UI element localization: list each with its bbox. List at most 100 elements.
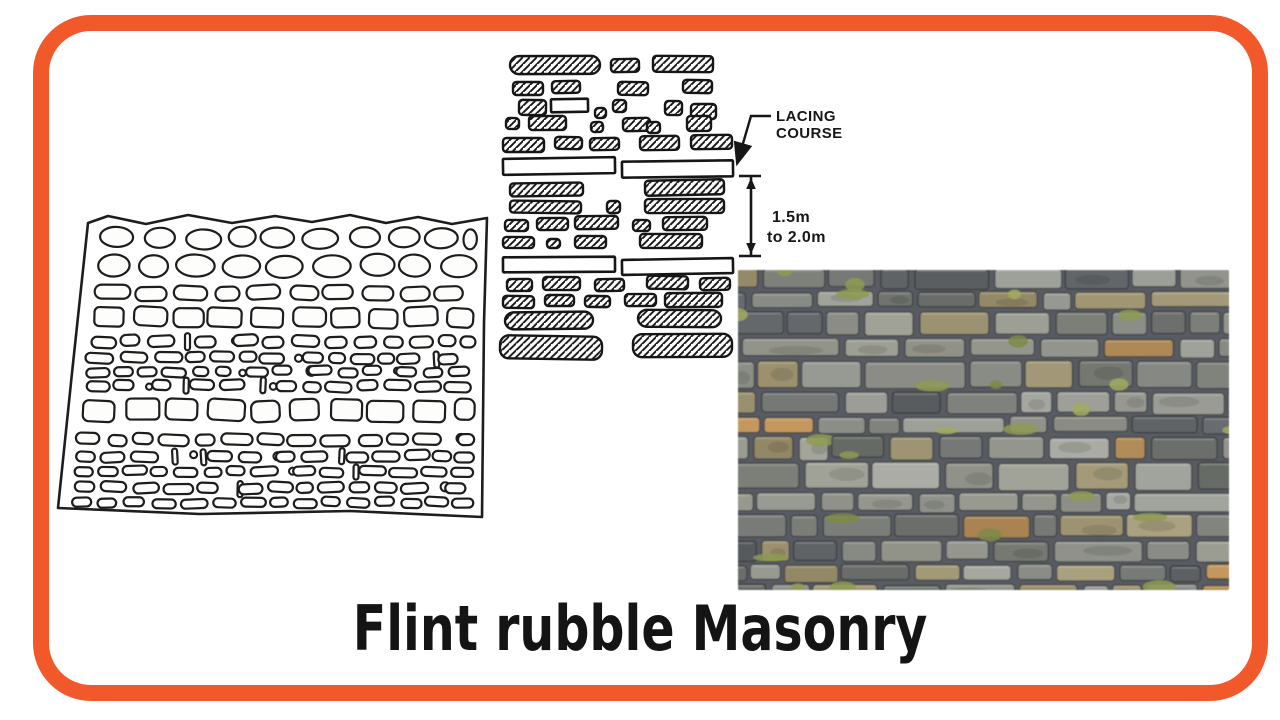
photo-stone-shade: [1093, 366, 1124, 380]
sketch-stone: [132, 305, 169, 328]
sketch-stone: [261, 335, 285, 350]
sketch-stone: [365, 399, 405, 424]
sketch-stone: [358, 464, 387, 477]
sketch-stone: [125, 397, 161, 421]
hatched-rubble-stone: [616, 80, 650, 97]
sketch-stone: [85, 380, 111, 393]
photo-stone: [760, 391, 840, 413]
sketch-stone: [121, 464, 149, 477]
sketch-stone: [359, 252, 396, 277]
photo-stone-shade: [871, 499, 903, 509]
photo-stone-shade: [1126, 397, 1145, 408]
hatched-rubble-stone: [631, 218, 652, 233]
photo-stone: [738, 462, 800, 489]
sketch-stone: [329, 397, 364, 422]
sketch-stone: [437, 352, 459, 366]
photo-stone: [1039, 338, 1100, 359]
sketch-stone: [119, 350, 149, 364]
hatched-rubble-stone: [643, 197, 726, 215]
sketch-stone: [146, 334, 176, 349]
photo-stone-shade: [924, 500, 945, 510]
hatched-rubble-stone: [573, 214, 620, 231]
sketch-stone: [349, 352, 376, 366]
photo-stone: [841, 540, 877, 563]
sketch-stone: [112, 378, 135, 392]
photo-stone: [844, 391, 889, 415]
photo-stone: [946, 391, 1019, 415]
photo-moss-patch: [1007, 289, 1021, 300]
photo-stone: [1021, 492, 1058, 512]
photo-stone: [1169, 565, 1202, 583]
sketch-stone: [196, 481, 219, 495]
sketch-stone: [271, 364, 293, 376]
sketch-stone: [99, 480, 128, 494]
sketch-stone: [119, 333, 141, 348]
lacing-course-stone: [620, 159, 735, 179]
photo-stone: [864, 361, 966, 390]
sketch-stone: [399, 285, 431, 303]
sketch-stone: [249, 306, 285, 329]
photo-stone: [751, 292, 814, 309]
photo-stone: [738, 513, 787, 538]
dimension-arrow-down: [746, 243, 756, 254]
hatched-rubble-stone: [508, 54, 602, 76]
photo-stone-shade: [1083, 545, 1133, 556]
sketch-stone: [327, 351, 347, 365]
photo-stone: [800, 360, 862, 389]
sketch-stone: [160, 366, 187, 379]
photo-stone: [1032, 513, 1058, 538]
sketch-stone: [151, 378, 172, 392]
sketch-stone: [311, 254, 352, 279]
sketch-stone: [399, 481, 430, 495]
diagram-hatched-stones: [498, 54, 735, 361]
sketch-stone: [352, 463, 360, 481]
hatched-rubble-stone: [573, 234, 608, 250]
hatched-rubble-stone: [501, 294, 536, 310]
photo-stone: [1150, 436, 1218, 461]
sketch-stone: [259, 226, 296, 249]
hatched-rubble-stone: [645, 120, 662, 135]
photo-stone: [962, 564, 1012, 581]
photo-stone: [783, 564, 839, 584]
flint-rubble-sketch-figure: [56, 213, 489, 519]
photo-stone-shade: [1138, 520, 1176, 532]
sketch-stone: [420, 465, 448, 478]
sketch-stone: [383, 378, 412, 392]
sketch-stone: [275, 380, 298, 393]
sketch-stone: [289, 284, 320, 302]
hatched-rubble-stone: [504, 116, 521, 131]
photo-stone: [840, 563, 910, 581]
photo-stone: [817, 416, 866, 435]
sketch-stone: [258, 352, 286, 365]
sketch-stone: [71, 496, 93, 508]
hatched-rubble-stone: [681, 78, 714, 95]
dimension-label-line2: to 2.0m: [767, 229, 826, 246]
hatched-rubble-stone: [550, 79, 582, 95]
sketch-stone: [264, 254, 304, 279]
sketch-stone: [137, 254, 170, 279]
photo-stone: [1197, 461, 1229, 490]
page-title: Flint rubble Masonry: [352, 593, 928, 666]
photo-moss-patch: [1008, 335, 1029, 348]
sketch-stone: [319, 434, 351, 448]
dimension-label-line1: 1.5m: [772, 209, 810, 226]
photo-moss-patch: [1222, 426, 1229, 434]
sketch-stone: [422, 366, 444, 379]
sketch-stone: [129, 450, 160, 464]
photo-moss-patch: [805, 434, 836, 447]
sketch-pebble: [238, 368, 247, 378]
sketch-stone: [131, 431, 154, 446]
photo-stone: [738, 416, 761, 434]
photo-stone: [987, 435, 1045, 460]
sketch-stone: [307, 364, 333, 377]
sketch-stone: [292, 464, 317, 477]
sketch-stone: [462, 228, 478, 251]
sketch-stone: [353, 335, 378, 350]
sketch-stone: [93, 305, 125, 328]
sketch-stone: [214, 285, 241, 302]
sketch-stone: [321, 283, 354, 301]
photo-stone-shade: [1057, 441, 1092, 453]
photo-stone: [1222, 436, 1229, 460]
sketch-stone: [388, 466, 419, 479]
photo-stone-shade: [768, 345, 823, 355]
